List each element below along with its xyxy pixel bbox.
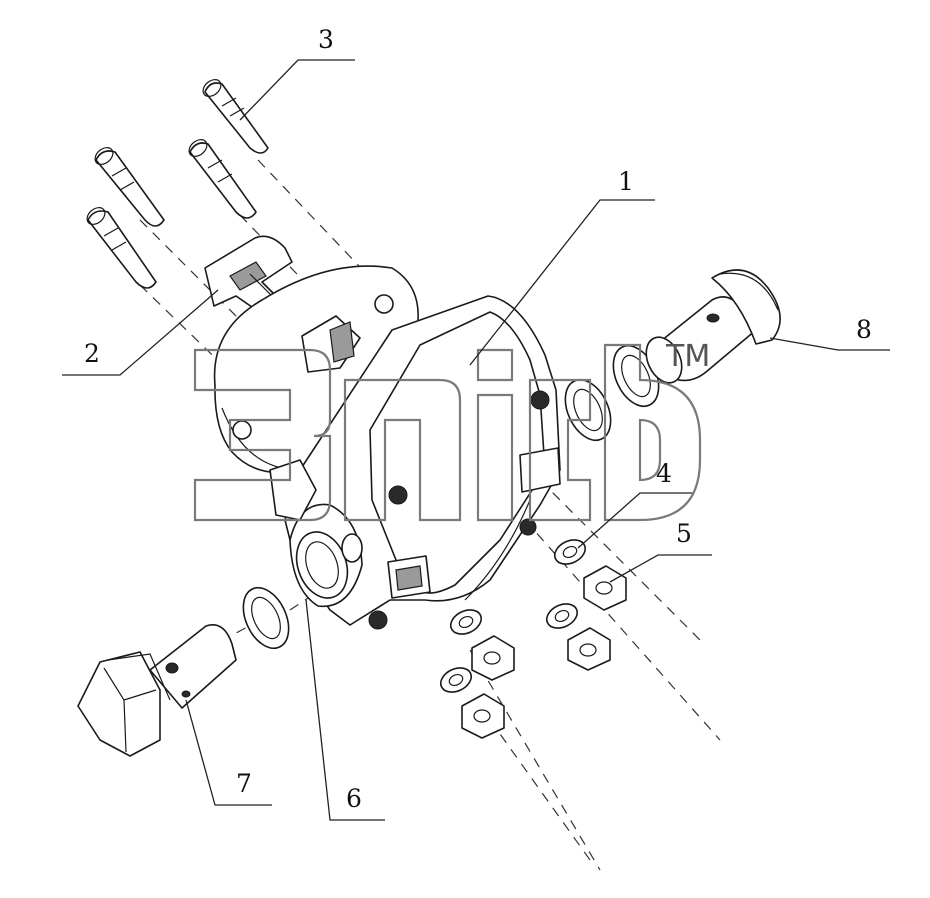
callout-3: 3 xyxy=(318,25,334,54)
pin-top-right xyxy=(202,79,269,154)
callout-5: 5 xyxy=(676,519,692,548)
banjo-bolt-left xyxy=(77,624,237,757)
left-seal xyxy=(242,586,290,650)
callout-1: 1 xyxy=(618,167,634,196)
callout-labels: 3 1 2 4 5 6 7 8 xyxy=(84,25,872,813)
watermark-trademark: TM xyxy=(665,339,710,374)
leader-lines xyxy=(62,59,890,821)
pin-mid-right xyxy=(188,139,257,219)
callout-7: 7 xyxy=(236,769,252,798)
washers-and-nuts xyxy=(439,539,627,739)
watermark: TM xyxy=(193,339,710,522)
pin-set xyxy=(86,79,269,289)
pin-top-left xyxy=(94,147,165,227)
callout-6: 6 xyxy=(346,784,362,813)
callout-4: 4 xyxy=(656,459,672,488)
pump-body xyxy=(269,295,561,630)
callout-8: 8 xyxy=(856,315,872,344)
banjo-bolt-right xyxy=(645,269,781,384)
callout-2: 2 xyxy=(84,339,100,368)
pin-bottom-left xyxy=(86,207,157,289)
